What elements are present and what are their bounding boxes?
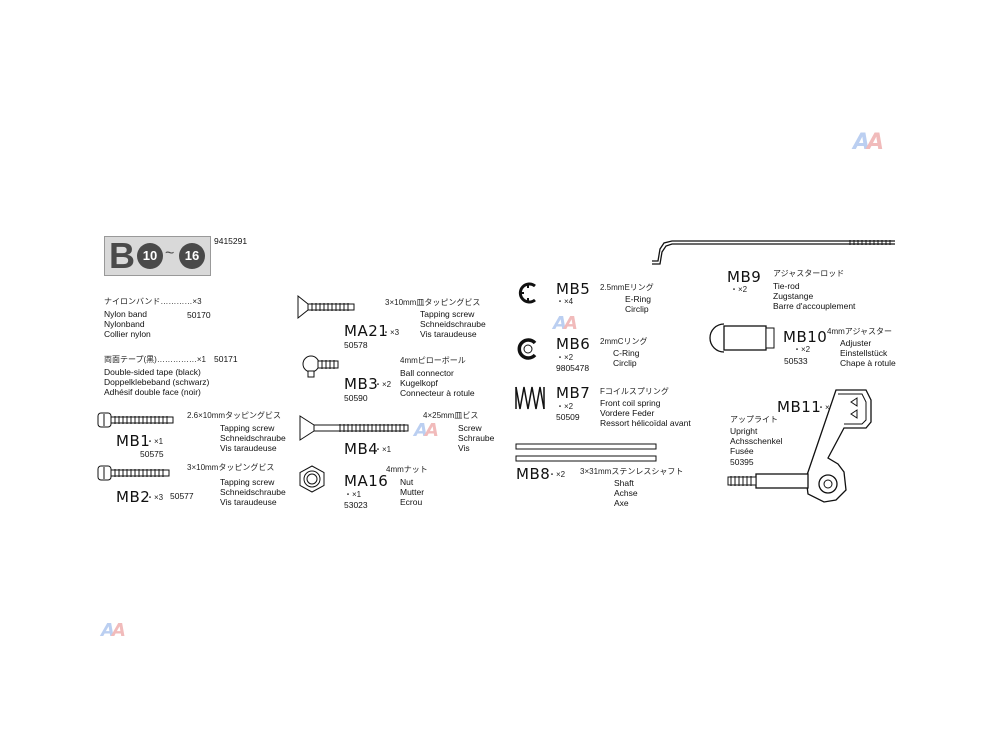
mb2-code: MB2 <box>116 488 151 506</box>
mb2-qty: ・×3 <box>146 493 164 502</box>
watermark-logo: AA <box>553 313 578 334</box>
mb11-upright-drawing <box>727 389 872 503</box>
ma21-code: MA21 <box>344 322 389 340</box>
mb3-part-number: 50590 <box>344 393 368 403</box>
mb9-code: MB9 <box>727 268 762 286</box>
mb11-qty: ・×2 <box>817 403 835 412</box>
mb9-jp: アジャスターロッド <box>773 269 845 278</box>
mb6-qty: ・×2 <box>556 353 574 362</box>
mb1-part-number: 50575 <box>140 449 164 459</box>
bag-number: 9415291 <box>214 236 248 246</box>
mb10-part-number: 50533 <box>784 356 808 366</box>
watermark-logo: AA <box>414 420 439 441</box>
nylon-band-part-number: 50170 <box>187 310 211 320</box>
mb4-code: MB4 <box>344 440 379 458</box>
mb4-qty: ・×1 <box>374 445 392 454</box>
ma21-part-number: 50578 <box>344 340 368 350</box>
mb1-jp: 2.6×10mmタッピングビス <box>187 411 282 420</box>
mb5-qty: ・×4 <box>556 297 574 306</box>
mb5-code: MB5 <box>556 280 591 298</box>
mb7-jp: Fコイルスプリング <box>600 387 669 396</box>
mb3-jp: 4mmピローボール <box>400 356 466 365</box>
ma16-code: MA16 <box>344 472 389 490</box>
ma21-qty: ・×3 <box>382 328 400 337</box>
mb10-qty: ・×2 <box>793 345 811 354</box>
tape-jp: 両面テープ(黒)……………×1 <box>104 355 206 364</box>
ma16-jp: 4mmナット <box>386 465 428 474</box>
mb8-code: MB8 <box>516 465 551 483</box>
watermark-logo: AA <box>101 620 126 641</box>
ma16-nut-drawing <box>299 465 325 493</box>
mb5-jp: 2.5mmEリング <box>600 283 654 292</box>
mb4-screw-drawing <box>299 415 409 441</box>
mb6-code: MB6 <box>556 335 591 353</box>
bag-letter: B <box>109 235 135 276</box>
mb8-jp: 3×31mmステンレスシャフト <box>580 467 684 476</box>
mb5-e-ring-drawing <box>518 282 536 304</box>
mb11-code: MB11 <box>777 398 822 416</box>
mb1-qty: ・×1 <box>146 437 164 446</box>
mb10-code: MB10 <box>783 328 828 346</box>
mb8-shaft-drawing <box>515 443 657 462</box>
mb1-screw-drawing <box>97 412 174 428</box>
mb11-jp: アップライト <box>730 415 778 424</box>
step-separator: ~ <box>165 245 175 262</box>
ma16-part-number: 53023 <box>344 500 368 510</box>
mb6-jp: 2mmCリング <box>600 337 648 346</box>
mb7-spring-drawing <box>515 386 545 410</box>
mb2-screw-drawing <box>97 465 170 481</box>
mb1-code: MB1 <box>116 432 151 450</box>
mb6-part-number: 9805478 <box>556 363 590 373</box>
tape-part-number: 50171 <box>214 354 238 364</box>
mb7-code: MB7 <box>556 384 591 402</box>
watermark-logo: AA <box>853 130 884 155</box>
ma21-screw-drawing <box>297 294 355 320</box>
mb3-qty: ・×2 <box>374 380 392 389</box>
mb7-part-number: 50509 <box>556 412 580 422</box>
step-from-badge: 10 <box>137 243 163 269</box>
nylon-band-jp: ナイロンバンド…………×3 <box>104 297 202 306</box>
mb10-jp: 4mmアジャスター <box>827 327 893 336</box>
mb6-c-ring-drawing <box>517 338 537 360</box>
mb3-ball-connector-drawing <box>302 355 339 378</box>
mb10-adjuster-drawing <box>709 323 775 353</box>
step-to-badge: 16 <box>179 243 205 269</box>
mb3-code: MB3 <box>344 375 379 393</box>
ma21-jp: 3×10mm皿タッピングビス <box>385 298 481 307</box>
mb2-part-number: 50577 <box>170 491 194 501</box>
mb9-tie-rod-drawing <box>652 240 895 265</box>
tape-desc: Double-sided tape (black)Doppelklebeband… <box>104 367 210 397</box>
mb7-qty: ・×2 <box>556 402 574 411</box>
mb9-qty: ・×2 <box>730 285 748 294</box>
bag-badge: B 10 ~ 16 <box>104 236 211 276</box>
mb11-part-number: 50395 <box>730 457 754 467</box>
mb4-jp: 4×25mm皿ビス <box>423 411 479 420</box>
ma16-qty: ・×1 <box>344 490 362 499</box>
mb2-jp: 3×10mmタッピングビス <box>187 463 275 472</box>
mb8-qty: ・×2 <box>548 470 566 479</box>
